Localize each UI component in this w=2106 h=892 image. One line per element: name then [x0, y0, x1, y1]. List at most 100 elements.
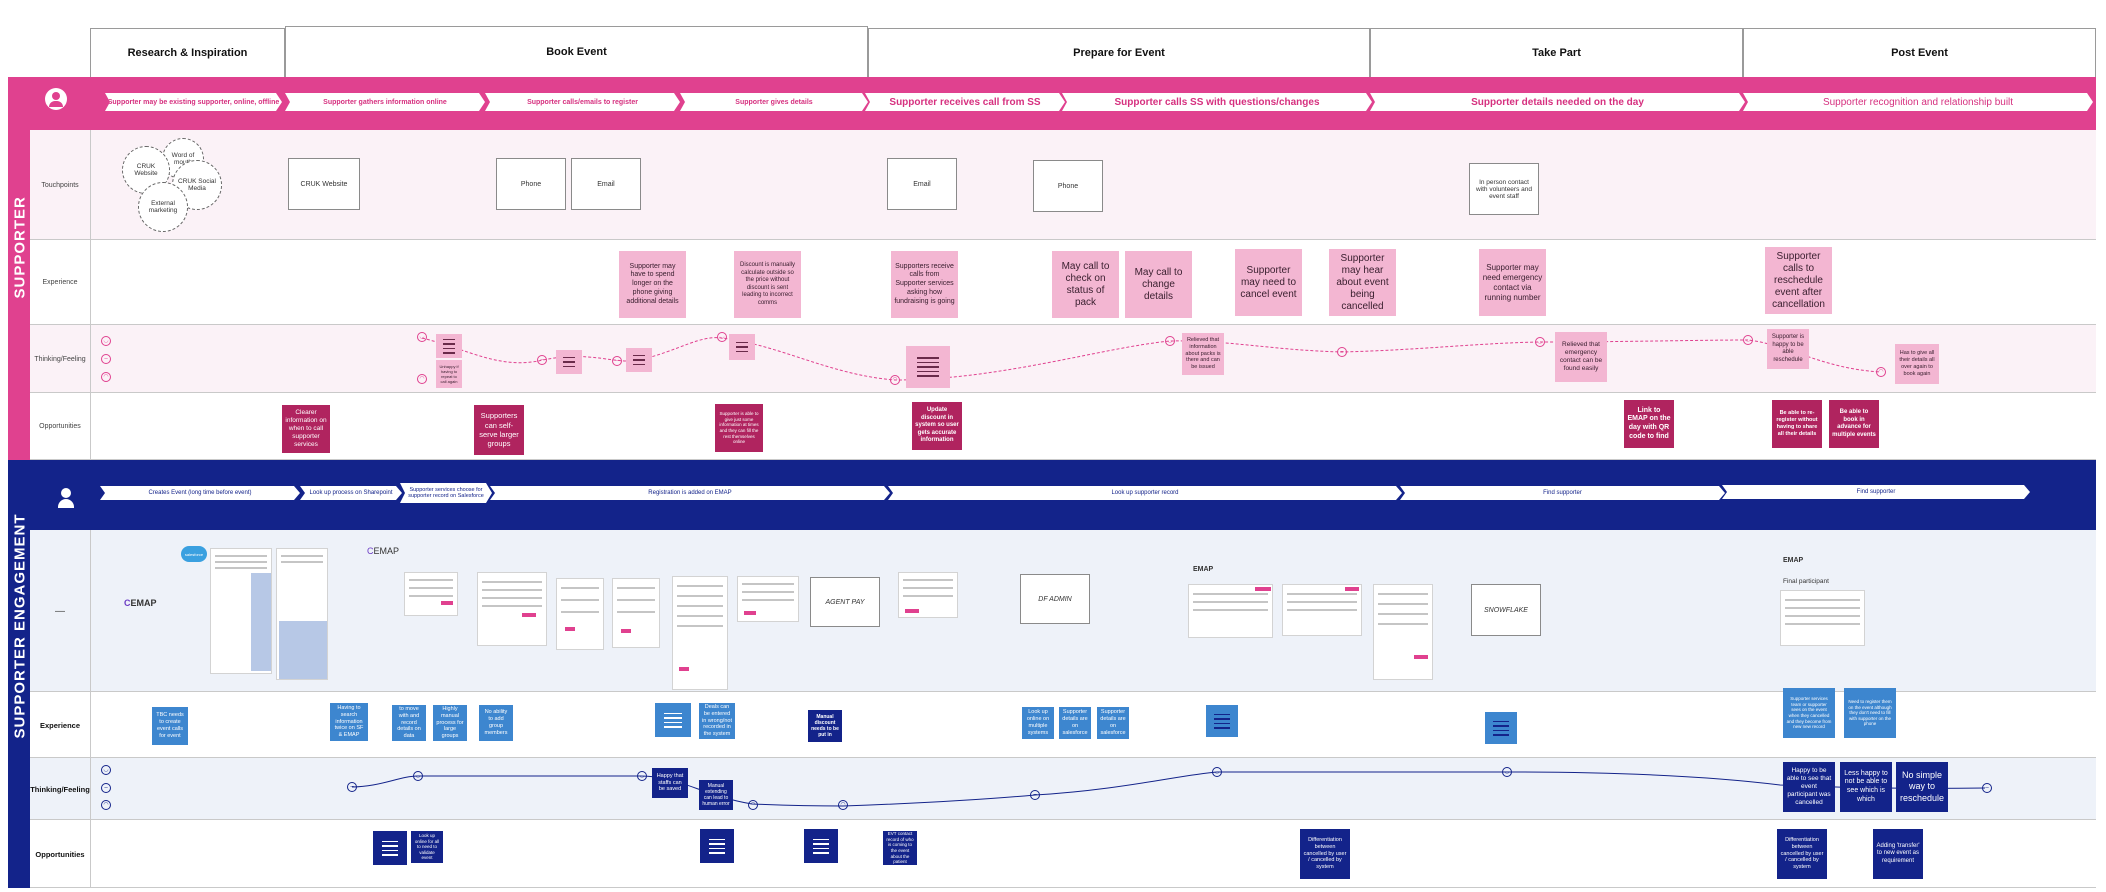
eng-opportunity-lines-3	[804, 829, 838, 863]
emap-logo-1: CEMAP	[124, 598, 157, 608]
phase-book: Book Event	[285, 26, 868, 78]
thinking-lines-3	[626, 348, 652, 372]
thinking-label: Thinking/Feeling	[34, 355, 86, 363]
row-divider	[90, 130, 91, 460]
engagement-band-label: SUPPORTER ENGAGEMENT	[11, 513, 29, 739]
eng-emotion-face-2: ◡	[413, 771, 423, 781]
emotion-face-11: ◠	[1876, 367, 1886, 377]
eng-experience-note-7: Manual discount needs to be put in	[808, 710, 842, 742]
eng-experience-note-8: Look up online on multiple systems	[1022, 707, 1054, 739]
emotion-face-1: ◡	[417, 332, 427, 342]
emotion-face-8: –	[1337, 347, 1347, 357]
touchpoint-phone-2: Phone	[1033, 160, 1103, 212]
eng-experience-lines-3	[1485, 712, 1517, 744]
agent-pay-box: AGENT PAY	[810, 577, 880, 627]
emap-screen-10	[1373, 584, 1433, 680]
experience-note-4: May call to check on status of pack	[1052, 251, 1119, 318]
emotion-face-5: ◡	[717, 332, 727, 342]
thinking-lines-4	[729, 334, 755, 360]
eng-experience-note-3: SS needs to move with and record details…	[392, 699, 426, 746]
emotion-face-2: ◠	[417, 374, 427, 384]
emap-screen-8	[1188, 584, 1273, 638]
supporter-step-5: Supporter receives call from SS	[865, 93, 1065, 111]
eng-experience-note-6: Deals can be entered in wrong/not record…	[699, 703, 735, 739]
touchpoint-phone-1: Phone	[496, 158, 566, 210]
emap-screen-9	[1282, 584, 1362, 636]
emap-screen-11	[1780, 590, 1865, 646]
eng-sad-face-icon: ◠	[101, 800, 111, 810]
emotion-face-7: ◡	[1165, 336, 1175, 346]
phase-prepare: Prepare for Event	[868, 28, 1370, 78]
experience-note-2: Discount is manually calculate outside s…	[734, 251, 801, 318]
engagement-step-5: Look up supporter record	[888, 486, 1402, 500]
experience-note-5: May call to change details	[1125, 251, 1192, 318]
thinking-lines-5	[906, 346, 950, 388]
eng-thinking-note-1: Happy that staffs can be saved	[652, 768, 688, 798]
experience-note-1: Supporter may have to spend longer on th…	[619, 251, 686, 318]
supporter-step-2: Supporter gathers information online	[285, 93, 485, 111]
eng-opportunity-lines-1	[373, 831, 407, 865]
supporter-step-3: Supporter calls/emails to register	[485, 93, 680, 111]
experience-note-6: Supporter may need to cancel event	[1235, 249, 1302, 316]
thinking-lines-2	[556, 350, 582, 374]
touchpoint-in-person: In person contact with volunteers and ev…	[1469, 163, 1539, 215]
opportunity-note-6: Be able to re-register without having to…	[1772, 400, 1822, 448]
supporter-step-4: Supporter gives details	[680, 93, 868, 111]
eng-row-divider	[90, 530, 91, 888]
emotion-face-9: ◡	[1535, 337, 1545, 347]
eng-thinking-note-5: No simple way to reschedule	[1896, 762, 1948, 812]
touchpoints-label: Touchpoints	[41, 181, 79, 189]
opportunity-note-1: Clearer information on when to call supp…	[282, 405, 330, 453]
eng-emotion-face-6: –	[1030, 790, 1040, 800]
eng-experience-note-5: No ability to add group members	[479, 705, 513, 741]
touchpoint-external-marketing: External marketing	[138, 182, 188, 232]
engagement-step-1: Creates Event (long time before event)	[100, 486, 300, 500]
experience-note-8: Supporter may need emergency contact via…	[1479, 249, 1546, 316]
salesforce-logo: salesforce	[181, 546, 207, 562]
eng-opportunity-lines-2	[700, 829, 734, 863]
supporter-band-label: SUPPORTER	[11, 196, 29, 299]
supporter-step-6: Supporter calls SS with questions/change…	[1062, 93, 1372, 111]
emap-screen-3	[556, 578, 604, 650]
emotion-face-6: ◠	[890, 375, 900, 385]
thinking-note-2: Relieved that information about packs is…	[1182, 333, 1224, 375]
snowflake-box: SNOWFLAKE	[1471, 584, 1541, 636]
eng-thinking-note-4: Less happy to not be able to see which i…	[1840, 762, 1892, 812]
eng-experience-note-10: Supporter details are on salesforce	[1097, 707, 1129, 739]
emap-screen-6	[737, 576, 799, 622]
emap-screen-1	[404, 572, 458, 616]
eng-emotion-face-1: –	[347, 782, 357, 792]
emap-screen-5	[672, 576, 728, 690]
touchpoint-email-2: Email	[887, 158, 957, 210]
thinking-lines-1	[436, 334, 462, 358]
eng-opportunity-note-1: Look up online for all to need to valida…	[411, 831, 443, 863]
eng-emotion-face-8: ◡	[1502, 767, 1512, 777]
engagement-step-2: Look up process on Sharepoint	[300, 486, 402, 500]
emotion-face-3: –	[537, 355, 547, 365]
eng-experience-note-4: Highly manual process for large groups	[433, 705, 467, 741]
opportunity-note-5: Link to EMAP on the day with QR code to …	[1624, 400, 1674, 448]
agent-headset-icon	[57, 488, 75, 510]
emap-logo-4: EMAP	[1783, 557, 1804, 564]
eng-emotion-face-7: ◡	[1212, 767, 1222, 777]
eng-experience-note-1: TBC needs to create event calls for even…	[152, 707, 188, 745]
systems-label: —	[55, 605, 65, 617]
eng-thinking-label: Thinking/Feeling	[30, 784, 90, 794]
touchpoint-email-1: Email	[571, 158, 641, 210]
df-admin-box: DF ADMIN	[1020, 574, 1090, 624]
eng-opportunity-note-2: EVT contact record of who is coming to t…	[883, 831, 917, 865]
experience-note-7: Supporter may hear about event being can…	[1329, 249, 1396, 316]
experience-label: Experience	[42, 279, 78, 286]
engagement-step-6: Find supporter	[1400, 486, 1725, 500]
salesforce-screen-2	[276, 548, 328, 680]
eng-experience-note-12: Need to register them on the event altho…	[1844, 688, 1896, 738]
eng-experience-label: Experience	[39, 720, 81, 730]
eng-experience-note-11: Supporter services team or supporter see…	[1783, 688, 1835, 738]
emap-screen-2	[477, 572, 547, 646]
engagement-step-4: Registration is added on EMAP	[490, 486, 890, 500]
eng-experience-note-9: Supporter details are on salesforce	[1059, 707, 1091, 739]
thinking-note-4: Supporter is happy to be able reschedule	[1767, 329, 1809, 369]
eng-opportunities-label: Opportunities	[35, 849, 85, 859]
eng-thinking-note-3: Happy to be able to see that event parti…	[1783, 762, 1835, 812]
neutral-face-icon: –	[101, 354, 111, 364]
